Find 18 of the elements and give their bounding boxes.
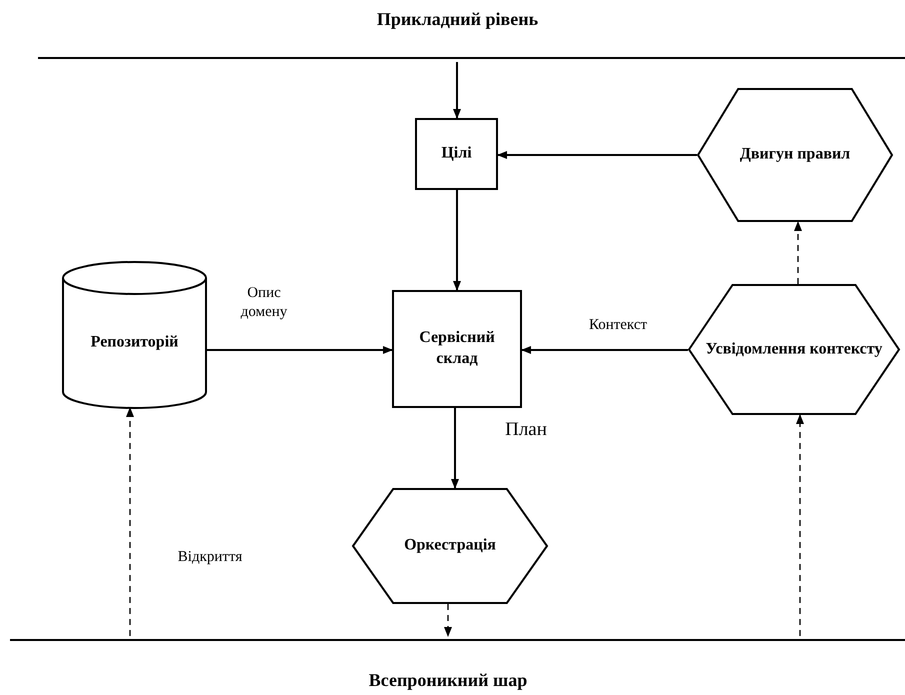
node-label: Усвідомлення контексту bbox=[704, 339, 884, 360]
arrow bbox=[453, 190, 461, 291]
layer-heading: Прикладний рівень bbox=[376, 8, 540, 31]
arrow bbox=[207, 346, 393, 354]
node-label: Оркестрація bbox=[403, 536, 497, 556]
arrow bbox=[451, 408, 459, 489]
node-label: Двигун правил bbox=[738, 144, 852, 165]
node-label: Сервісний склад bbox=[418, 328, 496, 369]
node-label: Репозиторій bbox=[90, 332, 180, 353]
arrow bbox=[796, 414, 804, 636]
arrow bbox=[453, 62, 461, 119]
node-label: Цілі bbox=[440, 144, 473, 164]
arrow bbox=[126, 407, 134, 636]
arrow bbox=[444, 604, 452, 637]
arrow bbox=[521, 346, 688, 354]
arrow bbox=[497, 151, 697, 159]
arrow bbox=[794, 221, 802, 284]
layer-heading: Всепроникний шар bbox=[368, 669, 528, 692]
